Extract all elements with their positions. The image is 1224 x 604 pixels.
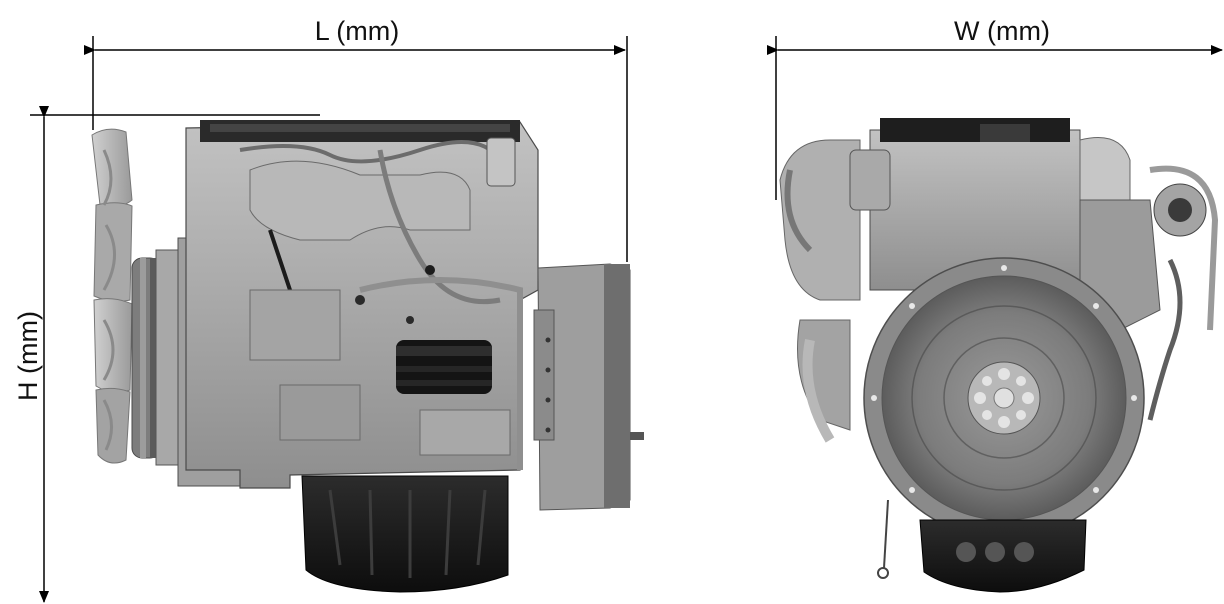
engine-rear-view-icon <box>779 118 1219 593</box>
oil-sump-icon <box>301 475 509 593</box>
flywheel-housing-icon <box>533 263 644 511</box>
dipstick-icon <box>883 499 889 569</box>
width-dimension: W (mm) <box>767 16 1223 200</box>
engine-side-view-icon <box>91 120 644 593</box>
height-dimension: H (mm) <box>13 106 320 603</box>
length-label: L (mm) <box>315 16 399 46</box>
length-dimension: L (mm) <box>84 16 628 262</box>
fan-icon <box>91 128 133 464</box>
flywheel-icon <box>863 257 1145 539</box>
height-label: H (mm) <box>13 311 43 401</box>
rear-oil-sump-icon <box>919 519 1087 593</box>
width-label: W (mm) <box>954 16 1050 46</box>
pulley-icon <box>131 249 185 466</box>
oil-filter-icon <box>396 340 492 394</box>
